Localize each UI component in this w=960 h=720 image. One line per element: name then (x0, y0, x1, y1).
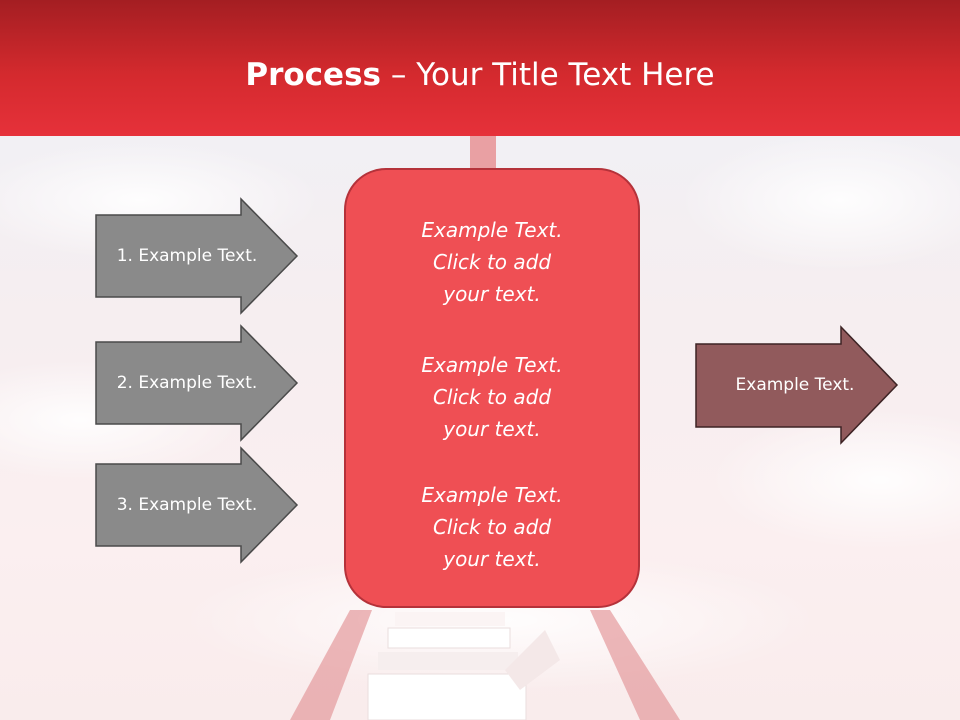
center-text-block-3: Example Text. Click to add your text. (346, 479, 638, 575)
block-line: Click to add (432, 385, 552, 409)
title-bold: Process (245, 57, 381, 93)
block-line: Example Text. (421, 483, 563, 507)
left-arrow-3[interactable]: 3. Example Text. (95, 446, 299, 564)
block-line: your text. (443, 282, 541, 306)
right-arrow[interactable]: Example Text. (695, 325, 899, 445)
arrow-shape (95, 197, 299, 315)
center-text-box[interactable]: Example Text. Click to add your text. Ex… (344, 168, 640, 608)
title-bar: Process – Your Title Text Here (0, 0, 960, 136)
block-line: your text. (443, 547, 541, 571)
block-line: your text. (443, 417, 541, 441)
left-arrow-1[interactable]: 1. Example Text. (95, 197, 299, 315)
block-line: Example Text. (421, 353, 563, 377)
left-arrow-2[interactable]: 2. Example Text. (95, 324, 299, 442)
center-text-block-1: Example Text. Click to add your text. (346, 214, 638, 310)
block-line: Example Text. (421, 218, 563, 242)
block-line: Click to add (432, 250, 552, 274)
slide-title[interactable]: Process – Your Title Text Here (0, 52, 960, 98)
left-arrow-label: 1. Example Text. (116, 246, 258, 266)
left-arrow-label: 2. Example Text. (116, 373, 258, 393)
arrow-shape (95, 446, 299, 564)
arrow-shape (695, 325, 899, 445)
title-rest: – Your Title Text Here (381, 57, 715, 93)
center-text-block-2: Example Text. Click to add your text. (346, 349, 638, 445)
block-line: Click to add (432, 515, 552, 539)
arrow-shape (95, 324, 299, 442)
right-arrow-label: Example Text. (735, 375, 855, 395)
left-arrow-label: 3. Example Text. (116, 495, 258, 515)
